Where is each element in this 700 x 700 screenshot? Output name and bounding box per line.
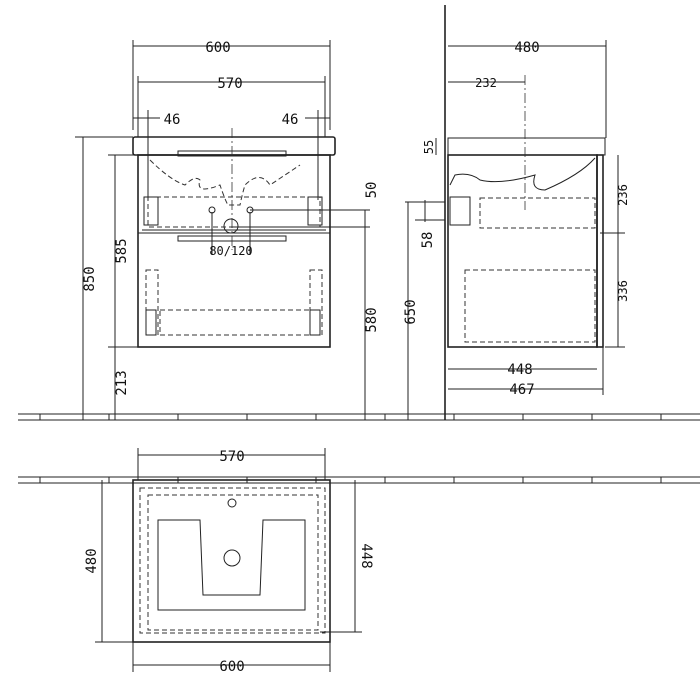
- dim-front-580: 580: [364, 307, 380, 332]
- front-view: 600 570 46 46 80/120 850 585 213 580 50: [75, 40, 380, 420]
- dim-side-480: 480: [514, 40, 539, 56]
- dim-plan-570: 570: [219, 449, 244, 465]
- dim-front-46-left: 46: [164, 112, 181, 128]
- dim-front-50: 50: [364, 182, 380, 199]
- cabinet-side: [447, 154, 598, 348]
- dim-front-570: 570: [217, 76, 242, 92]
- dim-front-213: 213: [114, 370, 130, 395]
- dim-side-448: 448: [507, 362, 532, 378]
- dim-side-467: 467: [509, 382, 534, 398]
- dim-side-232: 232: [475, 76, 497, 90]
- dim-tap-spacing: 80/120: [209, 244, 252, 258]
- dim-side-58: 58: [420, 232, 436, 249]
- dim-side-336: 336: [616, 280, 630, 302]
- dim-plan-448: 448: [358, 543, 374, 568]
- floor-line: [18, 413, 700, 484]
- basin-top: [132, 136, 336, 156]
- dim-front-850: 850: [82, 266, 98, 291]
- rail-top: [177, 150, 287, 157]
- basin-top-side: [447, 137, 606, 156]
- dim-front-585: 585: [114, 238, 130, 263]
- dim-side-55: 55: [422, 140, 436, 154]
- side-view: 480 232 55 236 336 58 650 448 467: [403, 5, 630, 420]
- dim-plan-600: 600: [219, 659, 244, 675]
- drain-icon: [223, 218, 239, 234]
- dim-front-46-right: 46: [282, 112, 299, 128]
- dim-side-236: 236: [616, 184, 630, 206]
- basin-outline-plan: [132, 479, 331, 643]
- dim-side-650: 650: [403, 299, 419, 324]
- cabinet-body: [137, 154, 331, 348]
- dim-plan-480: 480: [84, 548, 100, 573]
- dim-front-600: 600: [205, 40, 230, 56]
- plan-view: 570 600 480 448: [84, 448, 374, 675]
- drain-plan-icon: [223, 549, 241, 567]
